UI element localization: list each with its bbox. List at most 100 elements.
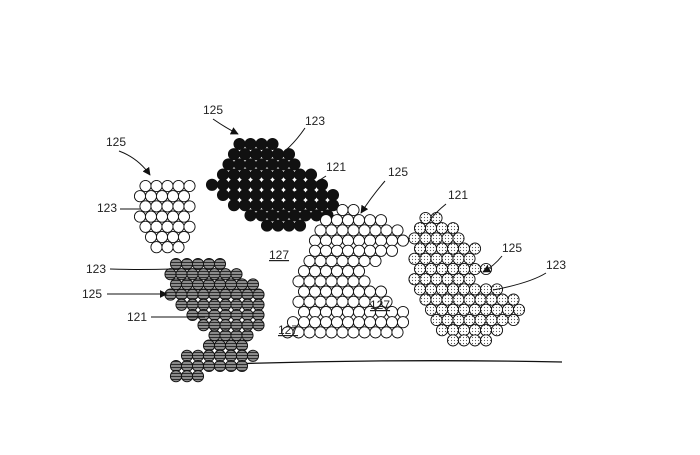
- particle-hatched: [164, 268, 177, 281]
- particle-hatched: [191, 370, 205, 383]
- particle-stippled: [512, 303, 526, 316]
- particle-black: [277, 158, 290, 171]
- particle-hatched: [241, 329, 254, 342]
- particle-white: [325, 254, 338, 268]
- particle-stippled: [424, 283, 438, 296]
- particle-white: [177, 230, 191, 244]
- particle-stippled: [441, 293, 454, 306]
- particles: [133, 137, 526, 383]
- particle-hatched: [208, 319, 221, 332]
- particle-black: [282, 148, 296, 161]
- particle-hatched: [202, 339, 216, 352]
- particle-hatched: [219, 308, 232, 322]
- particle-hatched: [169, 278, 183, 291]
- particle-hatched: [224, 359, 238, 373]
- particle-white: [319, 305, 333, 319]
- particle-stippled: [424, 303, 438, 316]
- particle-stippled: [474, 293, 487, 306]
- particle-white: [330, 265, 344, 278]
- particle-white: [363, 214, 377, 227]
- particle-white: [358, 295, 371, 308]
- particle-stippled: [424, 262, 438, 276]
- particle-white: [352, 316, 366, 329]
- particle-white: [292, 295, 305, 308]
- particle-white: [363, 234, 377, 247]
- particle-black: [282, 219, 296, 232]
- particle-black: [249, 188, 263, 202]
- particle-black: [255, 137, 268, 151]
- leader-line: [286, 175, 327, 195]
- particle-white: [308, 265, 322, 278]
- particle-black: [282, 178, 296, 191]
- particle-hatched: [235, 359, 249, 373]
- particle-white: [155, 230, 169, 244]
- particle-stippled: [435, 242, 449, 255]
- particle-white: [177, 190, 191, 203]
- particle-stippled: [435, 262, 449, 276]
- particle-hatched: [213, 278, 227, 291]
- particle-white: [183, 220, 196, 233]
- particle-hatched: [191, 278, 205, 291]
- particle-hatched: [197, 288, 210, 301]
- particle-hatched: [230, 308, 243, 322]
- particle-white: [314, 224, 327, 237]
- particle-black: [227, 188, 241, 202]
- particle-white: [314, 295, 327, 308]
- particle-white: [308, 285, 322, 298]
- particle-white: [358, 224, 371, 237]
- particle-white: [352, 285, 366, 298]
- particle-stippled: [419, 211, 432, 225]
- particle-white: [297, 265, 311, 278]
- particle-hatched: [219, 268, 232, 281]
- particle-black: [227, 178, 241, 191]
- particle-white: [374, 214, 388, 227]
- particle-black: [304, 199, 318, 212]
- particle-hatched: [208, 308, 221, 322]
- particle-hatched: [180, 359, 194, 373]
- particle-black: [255, 158, 268, 171]
- particle-stippled: [457, 303, 471, 316]
- particle-hatched: [191, 359, 205, 373]
- particle-stippled: [413, 283, 427, 296]
- particle-stippled: [446, 262, 460, 276]
- particle-stippled: [474, 313, 487, 327]
- particle-stippled: [408, 232, 421, 245]
- particle-stippled: [507, 313, 520, 327]
- particle-hatched: [246, 278, 260, 291]
- particle-white: [166, 190, 180, 203]
- particle-white: [144, 190, 158, 203]
- particle-hatched: [235, 339, 249, 352]
- particle-stippled: [463, 273, 476, 286]
- particle-white: [172, 241, 185, 254]
- particle-hatched: [230, 288, 243, 301]
- particle-stippled: [463, 313, 476, 327]
- particle-hatched: [241, 288, 254, 301]
- particle-white: [161, 220, 174, 233]
- particle-black: [293, 199, 307, 212]
- particle-white: [308, 316, 322, 329]
- particle-black: [249, 178, 263, 191]
- particle-black: [326, 199, 340, 212]
- label-125: 125: [82, 287, 102, 301]
- particle-hatched: [180, 278, 194, 291]
- leader-arrow: [482, 255, 503, 273]
- particle-hatched: [213, 349, 227, 362]
- particle-stippled: [496, 313, 509, 327]
- particle-stippled: [446, 334, 460, 347]
- particle-hatched: [202, 359, 216, 373]
- particle-stippled: [457, 262, 471, 276]
- particle-stippled: [430, 273, 443, 286]
- particle-stippled: [479, 283, 493, 296]
- particle-stippled: [468, 334, 482, 347]
- particle-white: [319, 234, 333, 247]
- particle-white: [330, 244, 344, 257]
- particle-hatched: [197, 298, 210, 311]
- particle-black: [271, 219, 285, 232]
- particle-white: [303, 254, 316, 268]
- particle-white: [150, 179, 163, 193]
- leader-line: [492, 272, 547, 291]
- particle-hatched: [252, 288, 265, 301]
- particle-white: [336, 295, 349, 308]
- particle-stippled: [452, 313, 465, 327]
